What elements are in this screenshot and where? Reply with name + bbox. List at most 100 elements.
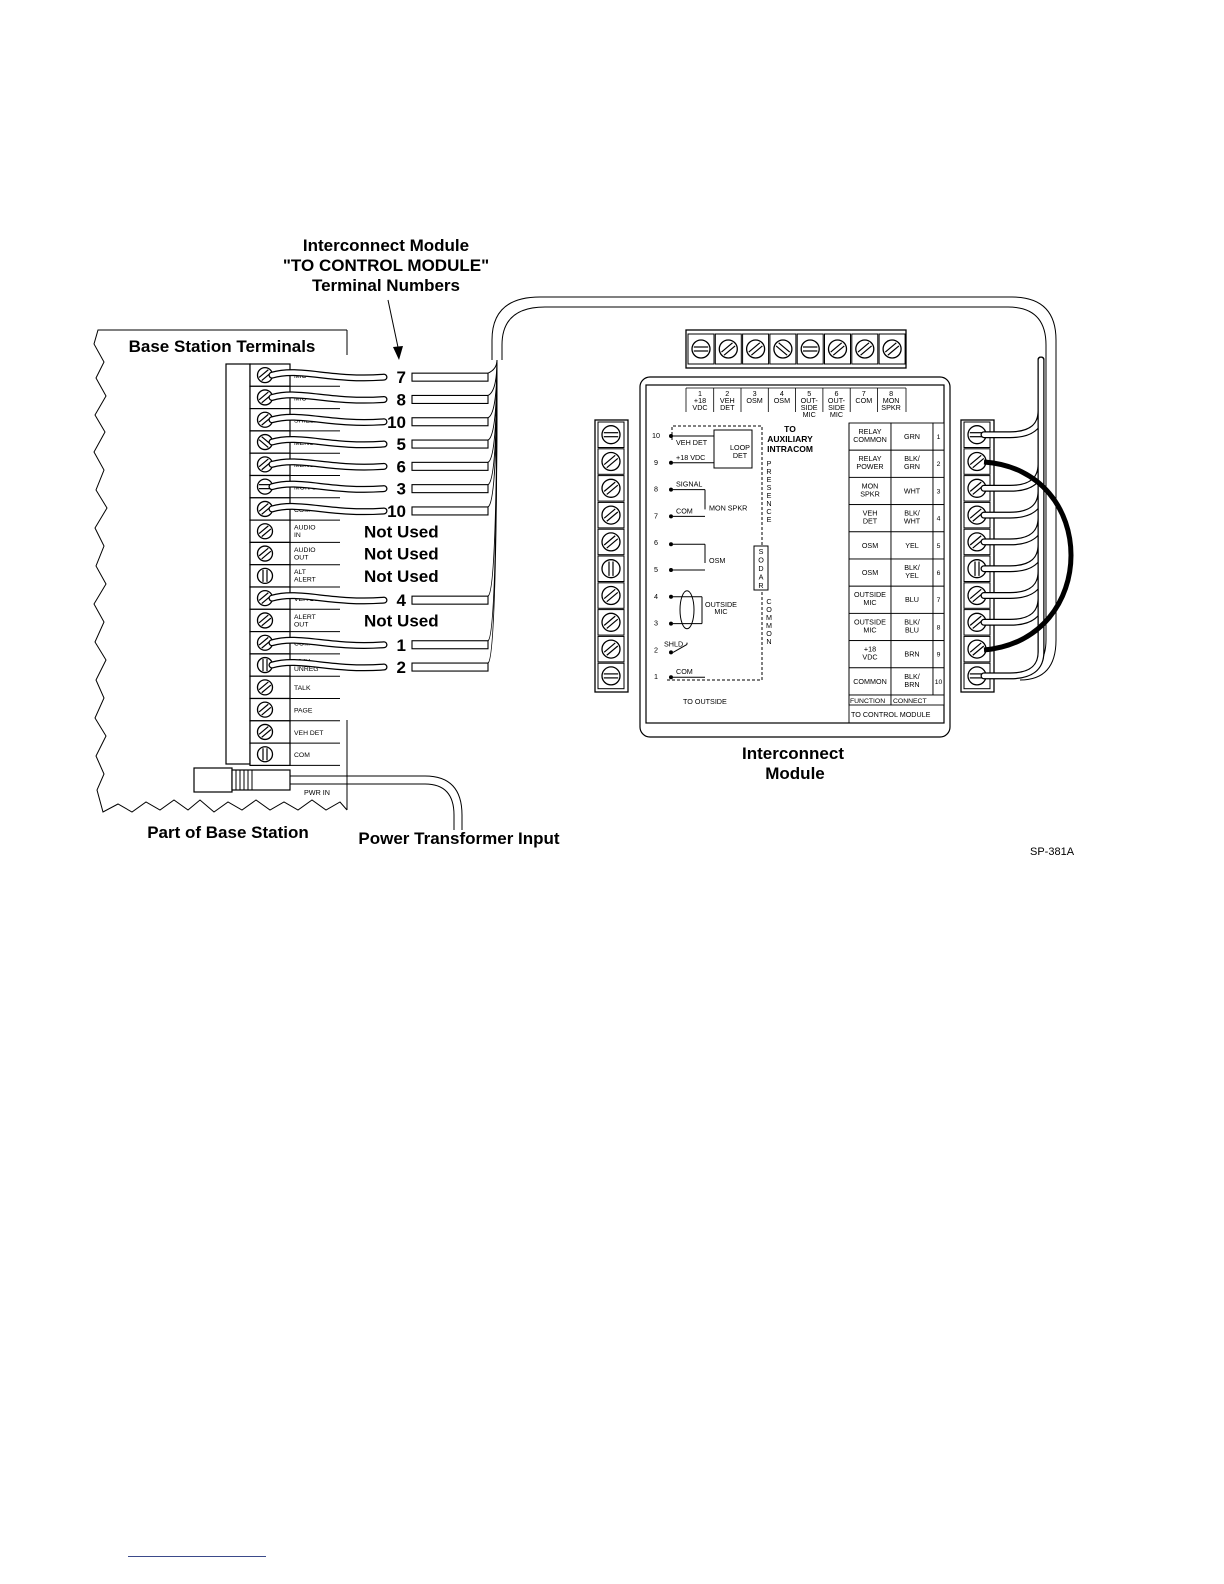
base-terminal-label: MIC bbox=[294, 395, 307, 402]
terminal-number-label: 1 bbox=[397, 636, 406, 655]
shld-line bbox=[672, 643, 688, 653]
base-screw-slot-b bbox=[258, 503, 269, 512]
outside-screw-slot-b bbox=[603, 508, 616, 519]
presence-letter: E bbox=[767, 475, 772, 484]
table-function-cell bbox=[848, 667, 892, 696]
table-connect-cell bbox=[890, 640, 934, 669]
control-screw-slot-a bbox=[972, 645, 985, 656]
interconnect-module-label-1: Interconnect bbox=[742, 744, 844, 763]
pin-dot bbox=[669, 460, 673, 465]
presence-letter: N bbox=[766, 499, 771, 508]
base-wire-core bbox=[269, 593, 387, 604]
outside-screw bbox=[601, 451, 621, 472]
cable-lead bbox=[411, 394, 489, 405]
table-color: GRN bbox=[904, 432, 920, 441]
base-screw-slot-b bbox=[258, 391, 269, 401]
base-screw-slot-a bbox=[261, 528, 272, 538]
base-terminal-label-2: OUT bbox=[294, 554, 308, 561]
terminal-number-label: 4 bbox=[397, 591, 407, 610]
header-line-3: Terminal Numbers bbox=[312, 276, 460, 295]
base-screw-slot-a bbox=[261, 684, 272, 694]
outside-screw bbox=[601, 666, 621, 686]
control-screw-slot-b bbox=[969, 481, 982, 492]
base-wire-core bbox=[269, 481, 387, 492]
base-wire-core bbox=[269, 392, 387, 403]
base-screw bbox=[256, 723, 274, 741]
aux-terminal-number: 7 bbox=[862, 389, 866, 398]
pin-dot bbox=[669, 542, 673, 547]
table-function-2: POWER bbox=[856, 462, 883, 471]
table-function: RELAY bbox=[858, 427, 881, 436]
table-color-2: YEL bbox=[905, 571, 919, 580]
aux-screw-slot-a bbox=[860, 345, 872, 356]
table-header-connect-cell bbox=[890, 694, 945, 706]
table-color-2: BRN bbox=[904, 680, 919, 689]
aux-screw-slot-b bbox=[721, 342, 733, 353]
terminal-number-label: 7 bbox=[397, 368, 406, 387]
table-terminal-number: 2 bbox=[937, 461, 941, 468]
base-screw bbox=[256, 545, 274, 562]
base-screw-slot-b bbox=[258, 413, 269, 423]
presence-letter: C bbox=[766, 507, 771, 516]
outside-pin-number: 5 bbox=[654, 565, 658, 574]
aux-screw-slot-b bbox=[748, 342, 761, 353]
outside-screw-slot-b bbox=[603, 481, 616, 492]
aux-screw bbox=[691, 339, 711, 359]
aux-screw bbox=[827, 339, 848, 359]
aux-screw-slot-a bbox=[723, 345, 736, 356]
outside-screw bbox=[601, 425, 621, 445]
header-arrow-line bbox=[387, 299, 400, 353]
table-color: BLU bbox=[905, 595, 919, 604]
sodar-letter: D bbox=[758, 564, 763, 573]
aux-terminal-number: 1 bbox=[698, 389, 702, 398]
aux-screw-slot-a bbox=[832, 345, 845, 356]
outside-pin-number: 9 bbox=[654, 458, 658, 467]
power-plug bbox=[193, 767, 233, 793]
base-screw bbox=[256, 679, 274, 696]
table-footer: TO CONTROL MODULE bbox=[851, 710, 931, 719]
det-label: DET bbox=[733, 451, 748, 460]
table-function: MON bbox=[862, 481, 879, 490]
outside-screw-slot-b bbox=[603, 642, 616, 653]
shield-ellipse bbox=[679, 590, 695, 630]
sodar-letter: R bbox=[758, 581, 763, 590]
outside-pin-number: 10 bbox=[652, 431, 660, 440]
footnote-rule bbox=[128, 1556, 266, 1557]
aux-terminal-number: 2 bbox=[725, 389, 729, 398]
aux-terminal-label-3: MIC bbox=[830, 410, 843, 419]
base-station-outline bbox=[93, 329, 348, 813]
table-color: BLK/ bbox=[904, 509, 920, 518]
aux-terminal-number: 6 bbox=[835, 389, 839, 398]
cable-lead bbox=[411, 506, 489, 516]
to-outside-label: TO OUTSIDE bbox=[683, 697, 727, 706]
base-screw-slot-a bbox=[261, 729, 272, 738]
control-wire-core bbox=[981, 357, 1044, 679]
sodar-letter: A bbox=[759, 573, 764, 582]
not-used-label: Not Used bbox=[364, 611, 439, 630]
aux-terminal-number: 4 bbox=[780, 389, 784, 398]
base-wire-core bbox=[269, 638, 387, 648]
pin-dot bbox=[669, 621, 673, 626]
base-screw-slot-b bbox=[258, 547, 269, 557]
aux-terminal-label: VEH bbox=[720, 396, 735, 405]
sodar-box bbox=[753, 545, 769, 591]
osm-label: OSM bbox=[709, 556, 725, 565]
outside-pin-number: 7 bbox=[654, 511, 658, 520]
terminal-number-label: 2 bbox=[397, 658, 406, 677]
base-terminal-label-2: OUT bbox=[294, 621, 308, 628]
table-function-cell bbox=[848, 422, 892, 451]
interconnect-module-label-2: Module bbox=[765, 764, 825, 783]
table-header-connect: CONNECT bbox=[893, 698, 927, 705]
outside-screw-slot-a bbox=[606, 618, 619, 629]
table-terminal-number: 9 bbox=[937, 652, 941, 659]
cable-lead bbox=[411, 640, 489, 650]
table-color-2: GRN bbox=[904, 462, 920, 471]
not-used-label: Not Used bbox=[364, 567, 439, 586]
base-terminal-label: ALERT bbox=[294, 614, 316, 621]
aux-screw-slot-b bbox=[884, 342, 897, 353]
table-function-2: VDC bbox=[862, 653, 877, 662]
aux-screw-slot-b bbox=[857, 342, 870, 353]
outside-screw-slot-a bbox=[606, 538, 619, 549]
